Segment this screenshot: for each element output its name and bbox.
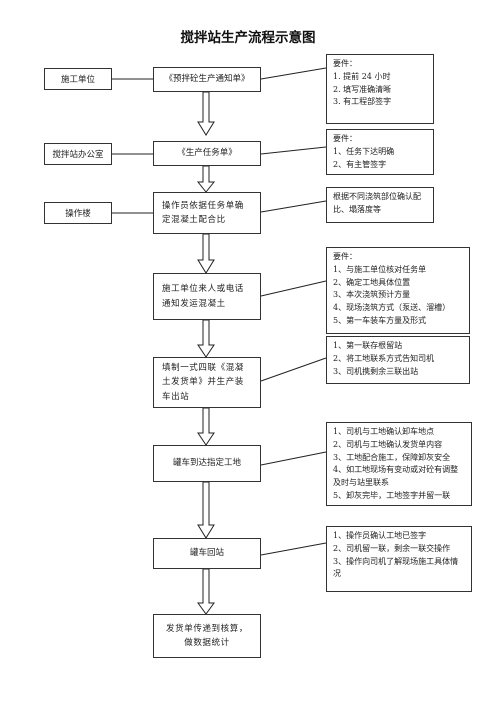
note-line: 5、卸灰完毕，工地签字并留一联	[333, 490, 451, 500]
note-line: 要件：	[333, 134, 357, 143]
page-title: 搅拌站生产流程示意图	[180, 30, 316, 46]
note-line: 3. 有工程部签字	[333, 97, 392, 107]
left-box-construction-unit: 施工单位	[44, 68, 112, 90]
note-line: 2、司机与工地确认发货单内容	[333, 439, 443, 449]
note-line: 1. 提前 24 小时	[333, 71, 391, 81]
down-arrow-icon	[197, 407, 215, 446]
note-line: 2、确定工地具体位置	[333, 277, 411, 287]
step-box: 发货单传递到核算，做数据统计	[153, 614, 261, 658]
left-box-label: 搅拌站办公室	[52, 150, 104, 160]
note-line: 要件：	[333, 252, 357, 261]
note-connector	[260, 200, 327, 213]
step-box: 操作员依据任务单确定混凝土配合比	[153, 192, 261, 234]
note-box: 要件： 1、任务下达明确 2、有主管签字	[326, 129, 434, 175]
note-line: 3、操作向司机了解现场施工具体情况	[333, 556, 459, 579]
note-line: 4、如工地现场有变动或对砼有调整及时与站里联系	[333, 465, 459, 488]
step-text: 施工单位来人或电话通知发运混凝土	[162, 284, 244, 309]
note-box: 要件： 1、与施工单位核对任务单 2、确定工地具体位置 3、本次浇筑预计方量 4…	[326, 247, 470, 334]
note-line: 1、第一联存根留站	[333, 341, 403, 350]
note-line: 2、有主管签字	[333, 159, 387, 169]
down-arrow-icon	[196, 165, 216, 193]
note-box: 要件： 1. 提前 24 小时 2. 填写准确清晰 3. 有工程部签字	[326, 54, 434, 124]
note-line: 1、操作员确认工地已签字	[333, 531, 427, 540]
step-text: 填制一式四联《混凝土发货单》并生产装车出站	[162, 363, 244, 402]
note-connector	[260, 542, 327, 556]
step-box: 《预拌砼生产通知单》	[153, 67, 261, 92]
step-text: 操作员依据任务单确定混凝土配合比	[162, 200, 244, 225]
note-box: 1、司机与工地确认卸车地点 2、司机与工地确认发货单内容 3、工地配合施工，保障…	[326, 422, 472, 506]
note-line: 3、司机携剩余三联出站	[333, 366, 419, 376]
down-arrow-icon	[197, 233, 215, 274]
note-line: 5、第一车装车方量及形式	[333, 315, 427, 325]
note-line: 1、司机与工地确认卸车地点	[333, 427, 435, 436]
note-line: 2、司机留一联，剩余一联交操作	[333, 543, 451, 553]
note-line: 2、将工地联系方式告知司机	[333, 353, 435, 363]
down-arrow-icon	[197, 91, 215, 136]
left-box-office: 搅拌站办公室	[44, 143, 112, 165]
step-box: 填制一式四联《混凝土发货单》并生产装车出站	[153, 357, 261, 408]
note-box: 1、第一联存根留站 2、将工地联系方式告知司机 3、司机携剩余三联出站	[326, 336, 470, 384]
note-line: 2. 填写准确清晰	[333, 84, 392, 94]
note-connector	[260, 146, 327, 155]
step-box: 施工单位来人或电话通知发运混凝土	[153, 273, 261, 320]
step-box: 《生产任务单》	[153, 141, 261, 166]
down-arrow-icon	[197, 568, 215, 615]
left-box-label: 施工单位	[60, 75, 95, 85]
note-line: 1、任务下达明确	[333, 146, 395, 156]
note-connector	[260, 357, 327, 382]
note-line: 4、现场浇筑方式（泵送、溜槽）	[333, 303, 451, 313]
left-box-label: 操作楼	[65, 209, 91, 219]
left-box-operation-building: 操作楼	[44, 202, 112, 224]
step-box: 罐车回站	[153, 538, 261, 569]
step-text: 《生产任务单》	[177, 148, 237, 159]
step-text: 罐车回站	[189, 548, 224, 559]
step-text: 发货单传递到核算，做数据统计	[166, 623, 248, 648]
note-connector	[260, 451, 327, 466]
step-box: 罐车到达指定工地	[153, 445, 261, 482]
note-box: 1、操作员确认工地已签字 2、司机留一联，剩余一联交操作 3、操作向司机了解现场…	[326, 526, 472, 592]
down-arrow-icon	[197, 319, 215, 358]
note-line: 要件：	[333, 59, 357, 68]
note-box: 根据不同浇筑部位确认配比、塌落度等	[326, 187, 434, 223]
note-line: 3、工地配合施工，保障卸灰安全	[333, 452, 451, 462]
step-text: 罐车到达指定工地	[172, 458, 241, 469]
step-text: 《预拌砼生产通知单》	[164, 74, 250, 85]
note-line: 根据不同浇筑部位确认配比、塌落度等	[333, 192, 421, 214]
note-connector	[260, 280, 327, 297]
down-arrow-icon	[197, 481, 215, 539]
note-line: 1、与施工单位核对任务单	[333, 264, 427, 274]
note-line: 3、本次浇筑预计方量	[333, 290, 411, 300]
note-connector	[260, 67, 327, 80]
